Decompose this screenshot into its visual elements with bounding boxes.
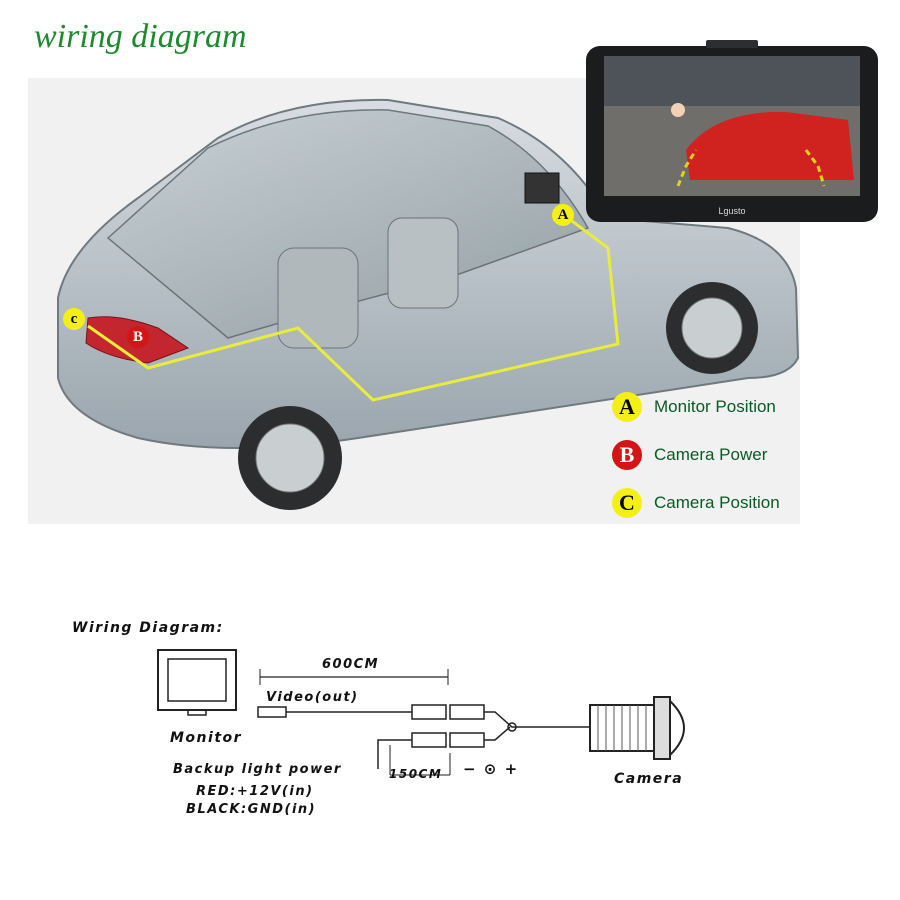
camera-label: Camera [614, 771, 684, 787]
marker-c: c [63, 308, 85, 330]
parking-guideline-left [676, 149, 698, 187]
legend-label: Camera Power [654, 445, 768, 464]
length-150-label: 150CM [389, 767, 443, 781]
monitor-label: Monitor [170, 730, 243, 746]
legend-badge-c: C [612, 488, 642, 518]
wire-route [87, 216, 620, 402]
page-title: wiring diagram [34, 18, 247, 55]
parking-guideline-right [804, 149, 826, 187]
monitor-device: Lgusto [586, 40, 878, 222]
red-wire-label: RED:+12V(in) [196, 784, 314, 799]
seat-front [387, 217, 459, 309]
marker-a: A [552, 204, 574, 226]
car-drawing [57, 98, 800, 510]
screen-car [686, 111, 854, 180]
video-out-label: Video(out) [266, 690, 359, 705]
cabin-monitor [524, 172, 560, 204]
backup-power-label: Backup light power [173, 762, 342, 777]
legend-label: Camera Position [654, 493, 780, 512]
marker-b: B [127, 326, 149, 348]
black-wire-label: BLACK:GND(in) [186, 802, 317, 817]
rca-plug-left [257, 706, 287, 718]
power-plug-1 [411, 732, 447, 748]
length-600-label: 600CM [322, 657, 380, 672]
wiring-heading: Wiring Diagram: [72, 620, 224, 636]
legend-badge-b: B [612, 440, 642, 470]
legend-badge-a: A [612, 392, 642, 422]
polarity-symbol: − ⊙ + [463, 760, 519, 778]
power-plug-2 [449, 732, 485, 748]
legend-item-camera-power: B Camera Power [612, 440, 767, 470]
rca-plug-mid-2 [449, 704, 485, 720]
rca-plug-mid-1 [411, 704, 447, 720]
legend-label: Monitor Position [654, 397, 776, 416]
legend-item-monitor-position: A Monitor Position [612, 392, 776, 422]
device-brand: Lgusto [718, 206, 745, 216]
legend-item-camera-position: C Camera Position [612, 488, 780, 518]
seat-rear [277, 247, 359, 349]
wiring-schematic [157, 649, 685, 776]
